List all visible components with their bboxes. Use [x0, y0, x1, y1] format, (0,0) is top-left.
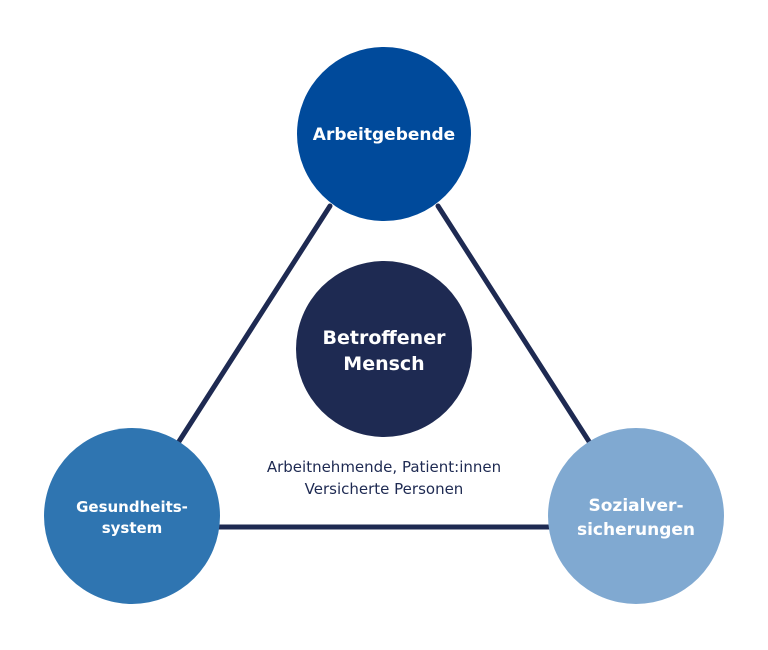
- affected-persons-caption-line2: Versicherte Personen: [305, 480, 464, 498]
- node-sozialversicherungen-label-line2: sicherungen: [577, 520, 695, 540]
- node-sozialversicherungen-label-line1: Sozialver-: [589, 496, 684, 516]
- node-betroffener-mensch-circle: [296, 261, 472, 437]
- node-gesundheitssystem-label-line2: system: [102, 519, 163, 537]
- node-gesundheitssystem-circle: [44, 428, 220, 604]
- node-arbeitgebende: Arbeitgebende: [297, 47, 471, 221]
- node-betroffener-mensch: Betroffener Mensch: [296, 261, 472, 437]
- node-betroffener-mensch-label-line2: Mensch: [343, 353, 424, 375]
- node-sozialversicherungen-circle: [548, 428, 724, 604]
- node-sozialversicherungen: Sozialver- sicherungen: [548, 428, 724, 604]
- node-betroffener-mensch-label-line1: Betroffener: [323, 327, 447, 349]
- node-arbeitgebende-circle: [297, 47, 471, 221]
- node-gesundheitssystem: Gesundheits- system: [44, 428, 220, 604]
- edge-top-right: [435, 203, 593, 446]
- node-gesundheitssystem-label-line1: Gesundheits-: [76, 498, 188, 516]
- node-arbeitgebende-label: Arbeitgebende: [313, 125, 455, 145]
- edge-top-left: [175, 203, 333, 446]
- affected-persons-caption-line1: Arbeitnehmende, Patient:innen: [267, 458, 501, 476]
